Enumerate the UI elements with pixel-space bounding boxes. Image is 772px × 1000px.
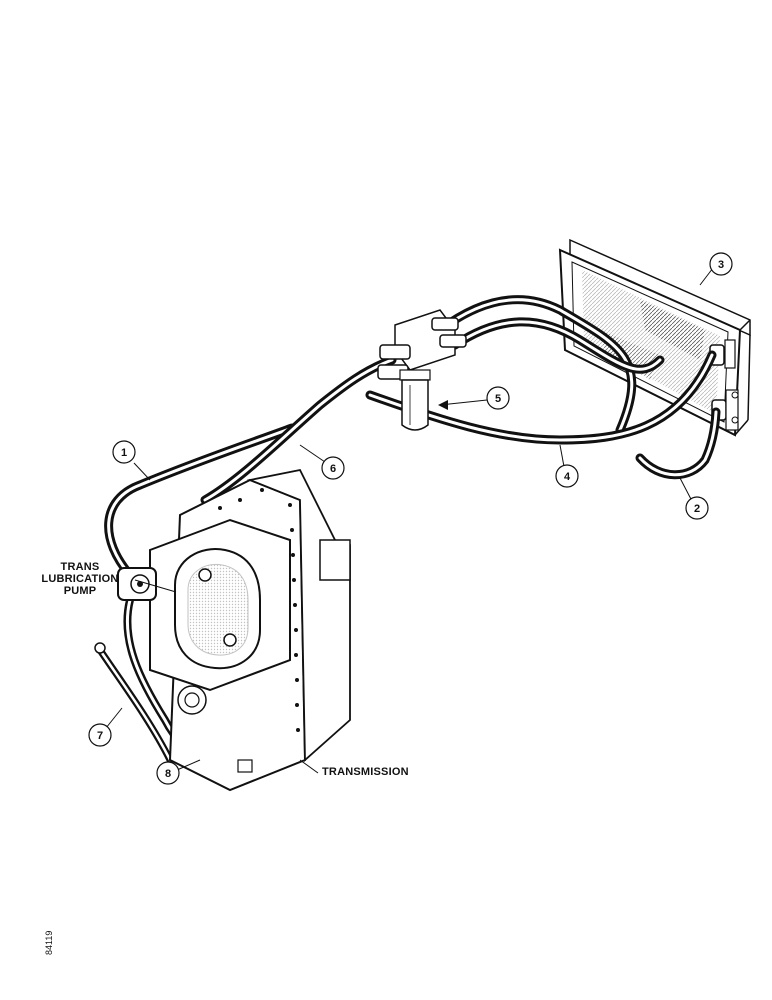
callout-3: 3 (709, 252, 733, 276)
arrow-head-5 (438, 400, 448, 410)
callout-1-text: 1 (121, 447, 127, 459)
hose-end-fitting (94, 642, 106, 654)
callout-2: 2 (685, 496, 709, 520)
callout-7: 7 (88, 723, 112, 747)
callout-5-text: 5 (495, 393, 501, 405)
callout-6: 6 (321, 456, 345, 480)
transmission-housing (149, 468, 351, 792)
transmission-label: TRANSMISSION (322, 766, 409, 778)
callout-7-text: 7 (97, 730, 103, 742)
callout-4-text: 4 (564, 471, 571, 483)
trans-pump-label-line1: TRANS (61, 561, 100, 573)
hoses (96, 295, 721, 779)
trans-pump-label-line2: LUBRICATION (41, 573, 118, 585)
trans-pump-label-line3: PUMP (64, 585, 97, 597)
callout-1: 1 (112, 440, 136, 464)
callout-3-text: 3 (718, 259, 724, 271)
callout-2-text: 2 (694, 503, 700, 515)
oil-cooler (558, 238, 751, 437)
reference-number: 84119 (44, 931, 54, 955)
oil-filter-assembly (377, 309, 467, 431)
callout-5: 5 (486, 386, 510, 410)
callout-6-text: 6 (330, 463, 336, 475)
lubrication-pump (117, 567, 157, 601)
callout-8-text: 8 (165, 768, 171, 780)
callout-4: 4 (555, 464, 579, 488)
callout-8: 8 (156, 761, 180, 785)
